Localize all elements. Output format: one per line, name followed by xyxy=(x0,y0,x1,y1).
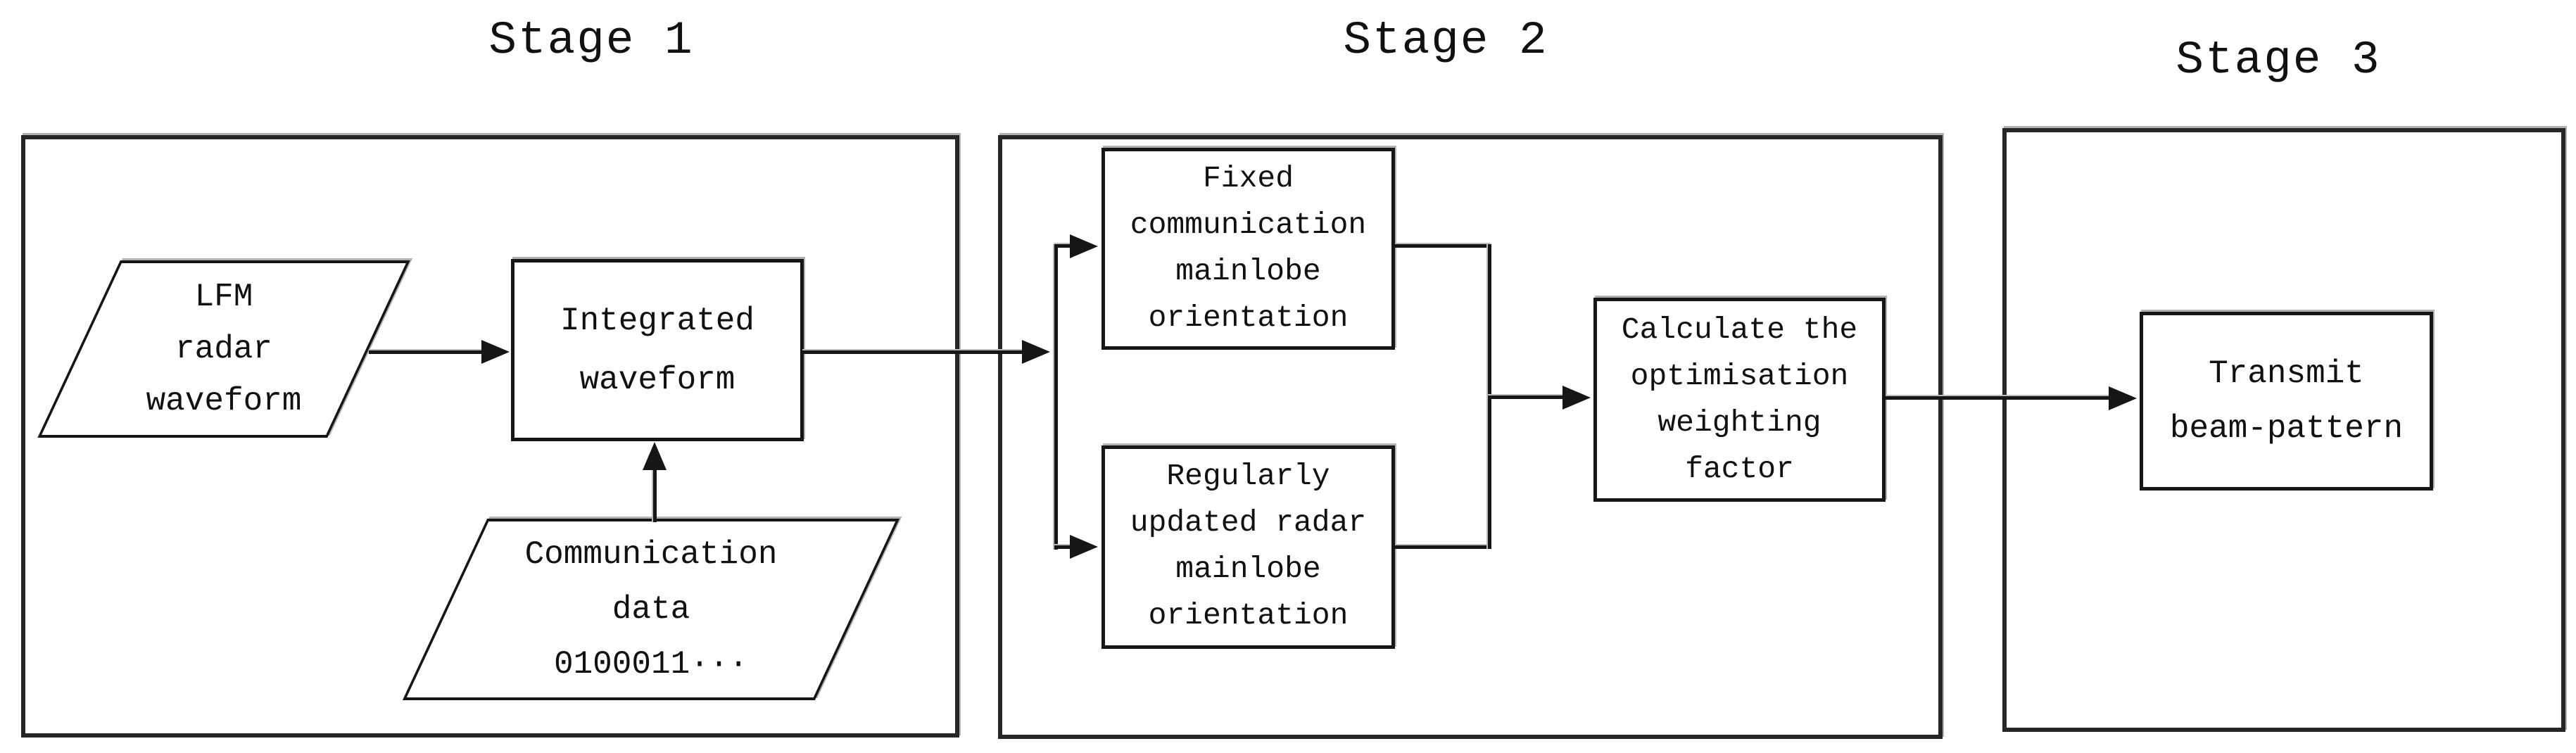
transmit-beam-pattern-label: Transmit xyxy=(2209,355,2364,392)
integrated-waveform-label: waveform xyxy=(579,361,735,398)
connector-bus-to-regular xyxy=(1054,545,1073,549)
calculate-weighting-factor-label: factor xyxy=(1685,452,1794,486)
regularly-updated-radar-mainlobe-box: Regularly updated radar mainlobe orienta… xyxy=(1101,445,1395,649)
stage1-title: Stage 1 xyxy=(488,14,694,67)
stage3-title: Stage 3 xyxy=(2176,34,2381,87)
integrated-waveform-box: Integrated waveform xyxy=(511,259,804,441)
stage2-title: Stage 2 xyxy=(1343,14,1548,67)
arrowhead-right-icon xyxy=(1562,386,1591,410)
integrated-waveform-label: Integrated xyxy=(560,302,755,339)
regularly-updated-radar-mainlobe-label: Regularly xyxy=(1166,459,1330,493)
fixed-communication-mainlobe-label: orientation xyxy=(1148,300,1349,335)
arrowhead-right-icon xyxy=(1022,340,1050,364)
communication-data-parallelogram: Communication data 0100011··· xyxy=(402,519,900,700)
connector-lfm-to-integrated xyxy=(369,350,486,354)
arrowhead-right-icon xyxy=(1070,535,1098,559)
lfm-radar-waveform-label: LFM radar waveform xyxy=(146,279,302,419)
calculate-weighting-factor-box: Calculate the optimisation weighting fac… xyxy=(1593,298,1886,502)
lfm-radar-waveform-parallelogram: LFM radar waveform xyxy=(37,260,410,438)
transmit-beam-pattern-box: Transmit beam-pattern xyxy=(2140,312,2433,491)
split-bus-line xyxy=(1054,244,1058,550)
arrowhead-right-icon xyxy=(481,340,510,364)
fixed-communication-mainlobe-box: Fixed communication mainlobe orientation xyxy=(1101,148,1395,350)
regularly-updated-radar-mainlobe-label: orientation xyxy=(1148,598,1349,633)
communication-data-label: Communication data 0100011··· xyxy=(524,536,778,683)
regularly-updated-radar-mainlobe-label: mainlobe xyxy=(1175,552,1321,586)
connector-integrated-to-bus xyxy=(802,350,1023,354)
connector-bus-to-fixed xyxy=(1054,244,1073,248)
stage1-group-box xyxy=(21,135,959,738)
connector-regular-to-merge xyxy=(1395,545,1491,549)
connector-fixed-to-merge xyxy=(1395,244,1491,248)
connector-comm-to-integrated xyxy=(653,452,657,522)
arrowhead-right-icon xyxy=(1070,234,1098,258)
regularly-updated-radar-mainlobe-label: updated radar xyxy=(1130,505,1367,540)
fixed-communication-mainlobe-label: mainlobe xyxy=(1175,254,1321,289)
connector-calculate-to-transmit xyxy=(1886,396,2112,400)
stage2-group-box xyxy=(998,135,1943,739)
arrowhead-right-icon xyxy=(2109,386,2137,410)
fixed-communication-mainlobe-label: Fixed xyxy=(1202,161,1294,196)
connector-merge-to-calculate xyxy=(1488,396,1565,399)
calculate-weighting-factor-label: optimisation xyxy=(1630,359,1849,393)
calculate-weighting-factor-label: weighting xyxy=(1658,405,1821,440)
calculate-weighting-factor-label: Calculate the xyxy=(1621,312,1858,347)
transmit-beam-pattern-label: beam-pattern xyxy=(2169,410,2404,447)
arrowhead-up-icon xyxy=(643,442,667,470)
stage3-group-box xyxy=(2002,128,2565,732)
fixed-communication-mainlobe-label: communication xyxy=(1130,208,1367,242)
